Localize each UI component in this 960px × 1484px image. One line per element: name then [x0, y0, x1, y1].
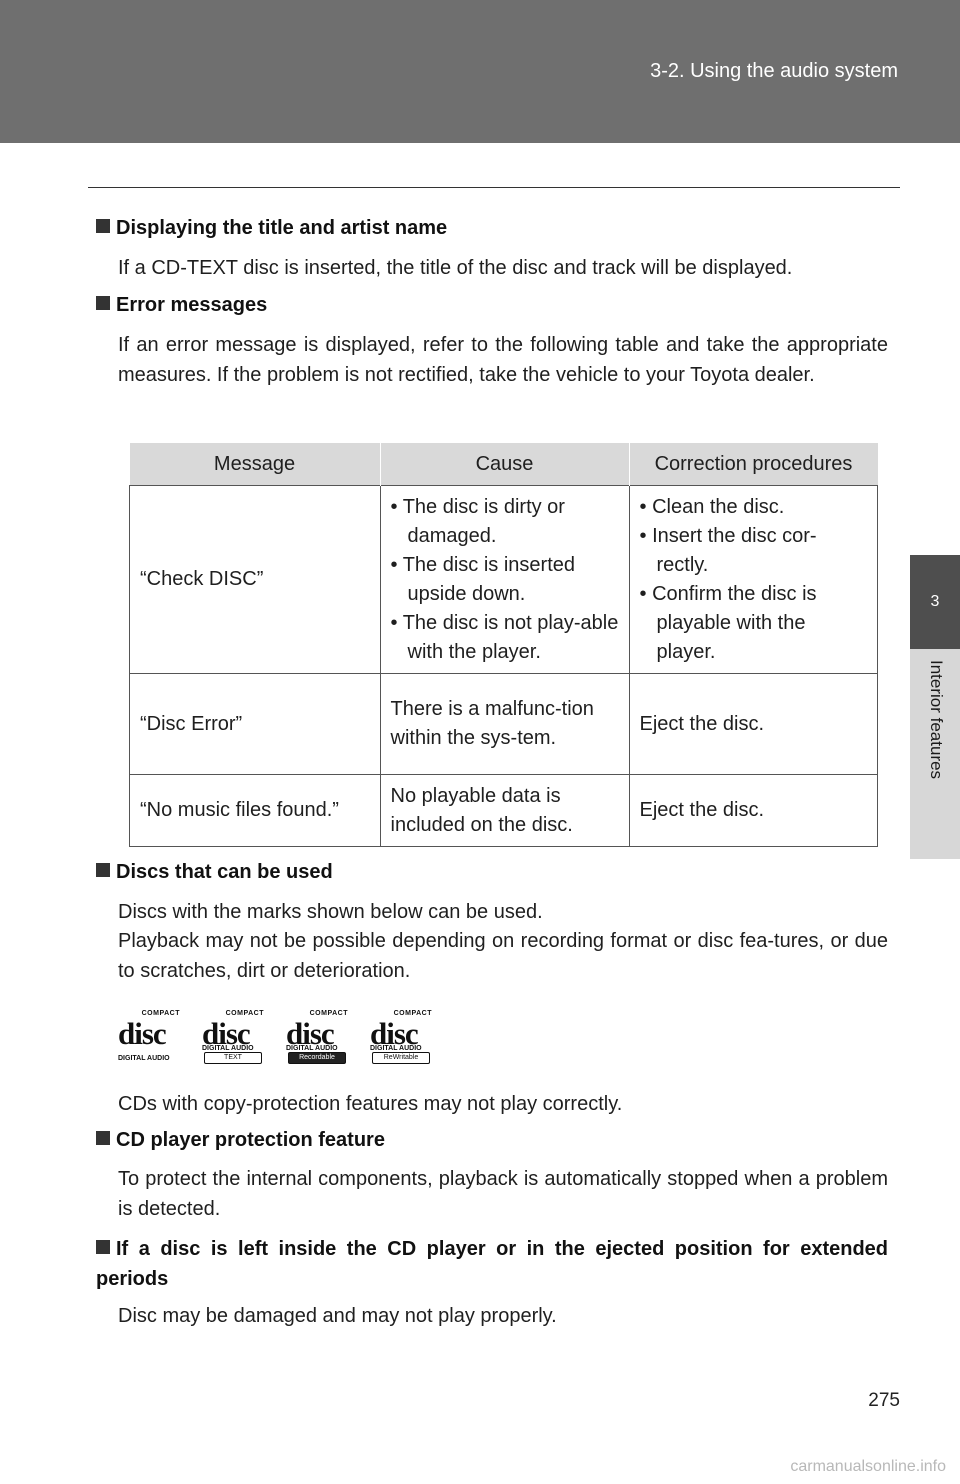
- cell-cause: The disc is dirty or damaged. The disc i…: [379, 485, 630, 674]
- error-table: Message Cause Correction procedures “Che…: [129, 443, 878, 847]
- cell-correction: Eject the disc.: [628, 673, 878, 775]
- col-cause: Cause: [380, 443, 630, 486]
- cell-message: “Disc Error”: [129, 673, 381, 775]
- heading-bullet-icon: [96, 296, 110, 310]
- page-number: 275: [868, 1390, 900, 1411]
- col-message: Message: [129, 443, 381, 486]
- col-correction: Correction procedures: [629, 443, 878, 486]
- compact-disc-rewritable-logo: COMPACT disc DIGITAL AUDIO ReWritable: [368, 1010, 434, 1064]
- cell-cause: No playable data is included on the disc…: [379, 774, 630, 847]
- heading-bullet-icon: [96, 863, 110, 877]
- heading-bullet-icon: [96, 219, 110, 233]
- compact-disc-recordable-logo: COMPACT disc DIGITAL AUDIO Recordable: [284, 1010, 350, 1064]
- para-discs-used-2: Playback may not be possible depending o…: [118, 930, 888, 982]
- disc-logos: COMPACT disc DIGITAL AUDIO COMPACT disc …: [116, 1010, 434, 1064]
- correction-item: Clean the disc.: [640, 493, 868, 522]
- compact-disc-text-logo: COMPACT disc DIGITAL AUDIO TEXT: [200, 1010, 266, 1064]
- cause-item: The disc is not play-able with the playe…: [391, 609, 619, 667]
- chapter-strip: [910, 649, 960, 859]
- cell-correction: Clean the disc. Insert the disc cor-rect…: [628, 485, 878, 674]
- para-error-messages: If an error message is displayed, refer …: [118, 334, 888, 386]
- para-left-inside: Disc may be damaged and may not play pro…: [118, 1305, 557, 1327]
- para-protection: To protect the internal components, play…: [118, 1168, 888, 1220]
- watermark: carmanualsonline.info: [790, 1458, 946, 1475]
- cause-item: The disc is dirty or damaged.: [391, 493, 619, 551]
- table-row: “No music files found.” No playable data…: [129, 774, 878, 847]
- header-rule: [88, 187, 900, 188]
- section-title: 3-2. Using the audio system: [650, 60, 898, 82]
- table-header-row: Message Cause Correction procedures: [129, 443, 878, 486]
- heading-discs-used: Discs that can be used: [96, 861, 333, 884]
- heading-protection: CD player protection feature: [96, 1129, 385, 1152]
- heading-bullet-icon: [96, 1131, 110, 1145]
- para-copy-protection: CDs with copy-protection features may no…: [118, 1093, 623, 1115]
- para-display-title: If a CD-TEXT disc is inserted, the title…: [118, 257, 793, 279]
- cell-cause: There is a malfunc-tion within the sys-t…: [379, 673, 630, 775]
- chapter-label: Interior features: [927, 660, 946, 780]
- cell-message: “No music files found.”: [129, 774, 381, 847]
- table-row: “Check DISC” The disc is dirty or damage…: [129, 485, 878, 674]
- cell-correction: Eject the disc.: [628, 774, 878, 847]
- heading-bullet-icon: [96, 1240, 110, 1254]
- cell-message: “Check DISC”: [129, 485, 381, 674]
- heading-left-inside: If a disc is left inside the CD player o…: [96, 1238, 888, 1290]
- chapter-tab: 3: [910, 555, 960, 649]
- compact-disc-logo: COMPACT disc DIGITAL AUDIO: [118, 1010, 180, 1062]
- correction-item: Confirm the disc is playable with the pl…: [640, 580, 868, 667]
- table-row: “Disc Error” There is a malfunc-tion wit…: [129, 673, 878, 775]
- cause-item: The disc is inserted upside down.: [391, 551, 619, 609]
- para-discs-used-1: Discs with the marks shown below can be …: [118, 901, 543, 923]
- correction-item: Insert the disc cor-rectly.: [640, 522, 868, 580]
- chapter-number: 3: [930, 593, 940, 610]
- heading-error-messages: Error messages: [96, 294, 267, 317]
- page-header: 3-2. Using the audio system: [0, 0, 960, 143]
- heading-display-title: Displaying the title and artist name: [96, 217, 447, 240]
